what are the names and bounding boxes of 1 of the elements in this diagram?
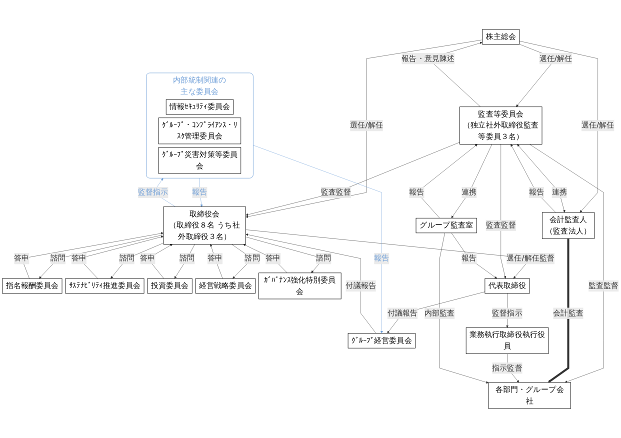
arrow — [548, 238, 570, 383]
